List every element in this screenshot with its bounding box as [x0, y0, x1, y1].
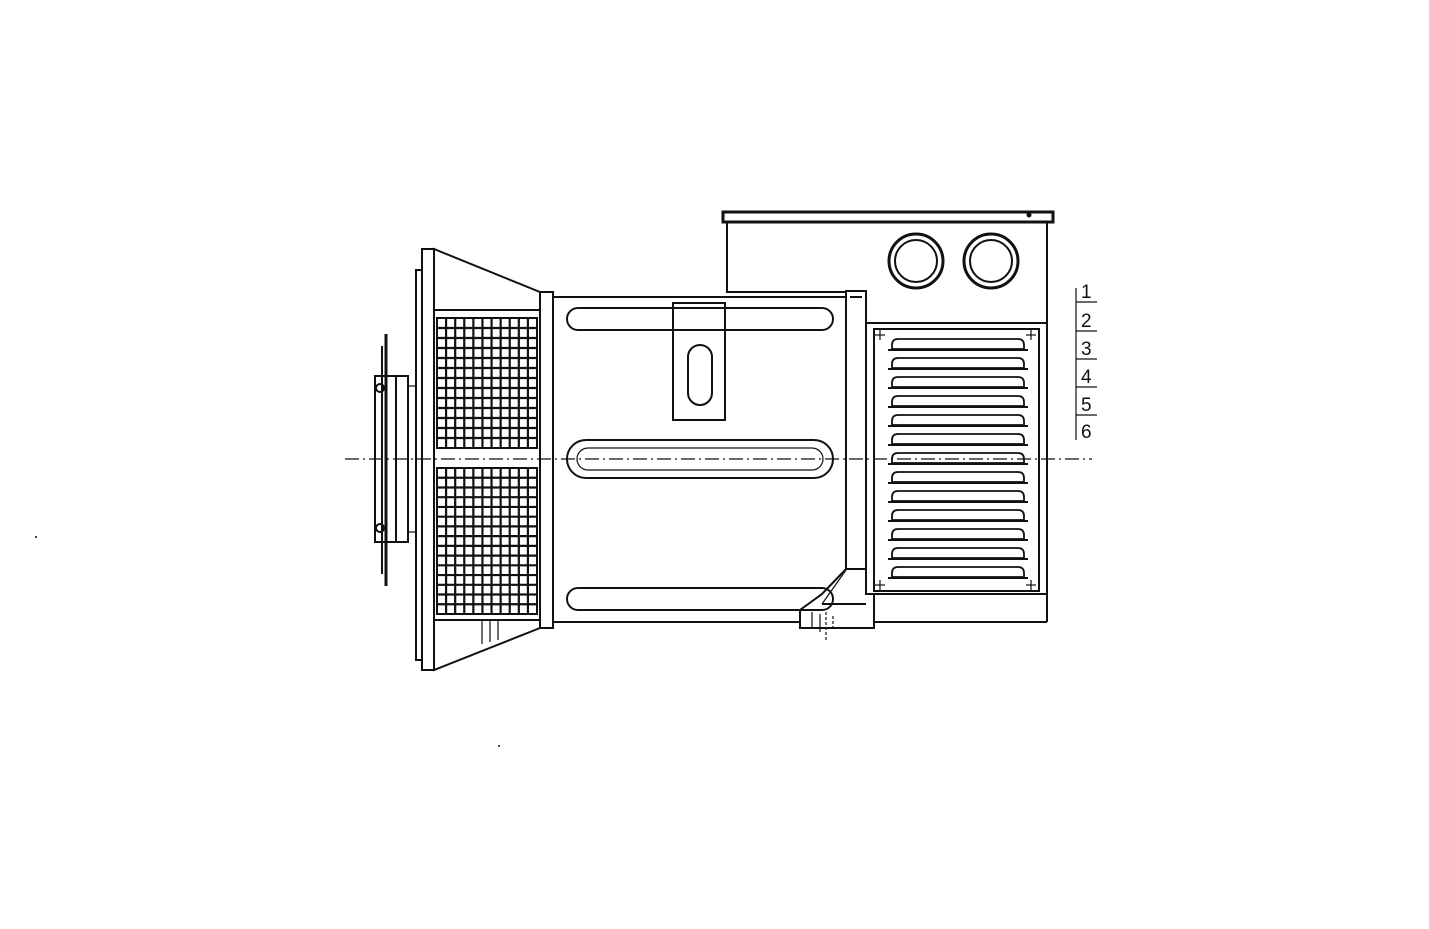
- terminal-box: [721, 210, 1055, 324]
- cable-gland-left: [887, 232, 945, 290]
- callout-label: 5: [1081, 395, 1092, 416]
- cover-screw-icon: [875, 330, 1036, 590]
- cable-gland-right: [962, 232, 1020, 290]
- callout-label: 6: [1081, 422, 1092, 443]
- louvre-cover: [873, 328, 1040, 592]
- callout-label: 4: [1081, 367, 1092, 388]
- callout-label: 2: [1081, 311, 1092, 332]
- coupling-disc: [374, 334, 416, 586]
- front-grille-upper: [436, 317, 538, 449]
- callout-label: 1: [1081, 282, 1092, 303]
- front-grille-lower: [436, 467, 538, 615]
- lifting-lug: [672, 302, 726, 421]
- callout-labels: 1 2 3 4 5 6: [1075, 282, 1097, 443]
- mounting-foot: [799, 568, 875, 642]
- rear-ring: [845, 290, 867, 570]
- callout-label: 3: [1081, 339, 1092, 360]
- front-end-shield: [415, 247, 554, 672]
- stator-frame: [553, 296, 846, 623]
- rear-housing: [865, 323, 1048, 623]
